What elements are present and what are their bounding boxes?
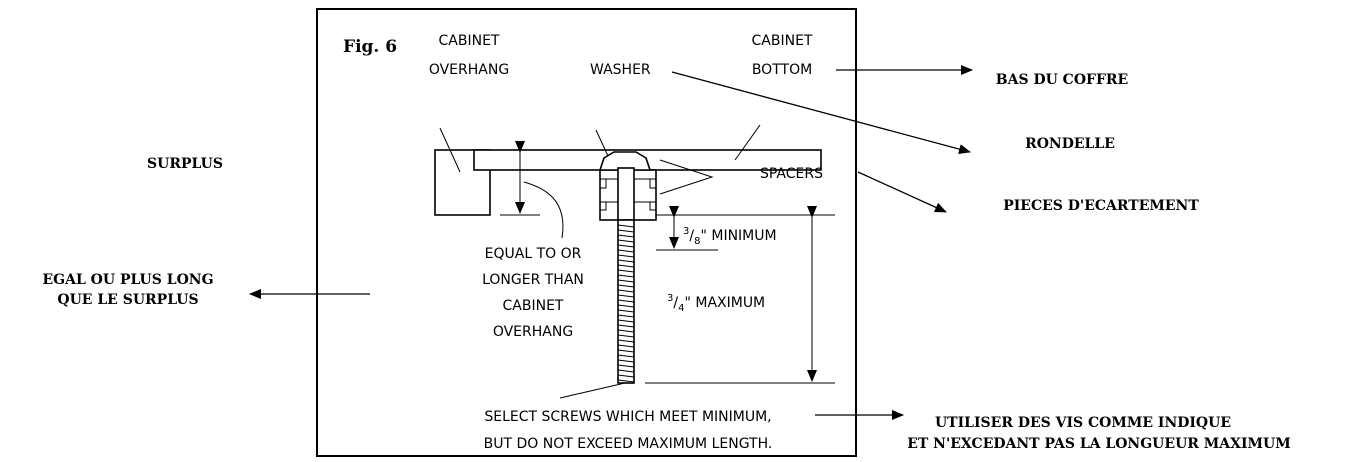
egal-label-1: EGAL OU PLUS LONG	[42, 272, 213, 288]
select-note-leader	[559, 382, 626, 399]
utiliser-label-2: ET N'EXCEDANT PAS LA LONGUEUR MAXIMUM	[907, 436, 1291, 452]
spacer-notch-top	[600, 179, 656, 189]
thread-line	[617, 234, 635, 238]
cabinet-overhang-label-2: OVERHANG	[429, 62, 509, 78]
thread-line	[617, 294, 635, 298]
thread-line	[617, 249, 635, 253]
thread-line	[617, 339, 635, 343]
cabinet-bottom-leader	[734, 124, 761, 161]
equal-note-line-3: CABINET	[503, 298, 564, 314]
thread-line	[617, 379, 635, 383]
thread-line	[617, 344, 635, 348]
maximum-frac-num: 3	[667, 293, 673, 304]
thread-line	[617, 304, 635, 308]
equal-note-line-1: EQUAL TO OR	[485, 246, 582, 262]
egal-label-2: QUE LE SURPLUS	[57, 292, 198, 308]
thread-line	[617, 324, 635, 328]
thread-line	[617, 279, 635, 283]
maximum-frac-den: 4	[678, 303, 684, 314]
overhang-leader	[439, 127, 461, 173]
thread-line	[617, 314, 635, 318]
surplus-label: SURPLUS	[147, 156, 223, 172]
thread-line	[617, 239, 635, 243]
thread-line	[617, 369, 635, 373]
pieces-ecartement-label: PIECES D'ECARTEMENT	[1003, 198, 1199, 214]
spacer-notch-bottom	[600, 202, 656, 211]
washer-shape	[598, 151, 652, 171]
utiliser-label-1: UTILISER DES VIS COMME INDIQUE	[935, 415, 1231, 431]
screw-shank	[617, 167, 635, 221]
select-note-line-1: SELECT SCREWS WHICH MEET MINIMUM,	[484, 409, 771, 425]
washer-label: WASHER	[590, 62, 651, 78]
minimum-label: 3/8" MINIMUM	[683, 226, 777, 247]
rondelle-arrow	[671, 71, 971, 154]
minimum-frac-den: 8	[694, 236, 700, 247]
bas-du-coffre-label: BAS DU COFFRE	[996, 72, 1128, 88]
washer-small-leader	[595, 129, 609, 157]
cabinet-overhang-label-1: CABINET	[439, 33, 500, 49]
equal-note-line-2: LONGER THAN	[482, 272, 584, 288]
thread-line	[617, 289, 635, 293]
cabinet-bottom-label-2: BOTTOM	[752, 62, 812, 78]
thread-lines	[617, 224, 635, 383]
maximum-label: 3/4" MAXIMUM	[667, 293, 765, 314]
thread-line	[617, 309, 635, 313]
cabinet-bottom-label-1: CABINET	[752, 33, 813, 49]
thread-line	[617, 329, 635, 333]
maximum-text: " MAXIMUM	[684, 295, 765, 311]
thread-line	[617, 229, 635, 233]
select-note-line-2: BUT DO NOT EXCEED MAXIMUM LENGTH.	[484, 436, 773, 452]
thread-line	[617, 264, 635, 268]
thread-line	[617, 269, 635, 273]
spacers-leader	[659, 159, 714, 195]
thread-line	[617, 259, 635, 263]
pieces-ecartement-arrow	[857, 171, 947, 213]
thread-line	[617, 224, 635, 228]
thread-line	[617, 374, 635, 378]
thread-line	[617, 254, 635, 258]
thread-line	[617, 364, 635, 368]
figure-frame	[316, 8, 857, 457]
figure-label: Fig. 6	[343, 37, 397, 57]
rondelle-label: RONDELLE	[1025, 136, 1115, 152]
equal-note-line-4: OVERHANG	[493, 324, 573, 340]
thread-line	[617, 244, 635, 248]
thread-line	[617, 334, 635, 338]
minimum-frac-num: 3	[683, 226, 689, 237]
equal-note-leader	[523, 181, 564, 239]
thread-line	[617, 274, 635, 278]
thread-line	[617, 349, 635, 353]
spacers-label: SPACERS	[760, 166, 823, 182]
thread-line	[617, 299, 635, 303]
thread-line	[617, 359, 635, 363]
thread-line	[617, 354, 635, 358]
minimum-text: " MINIMUM	[700, 228, 776, 244]
thread-line	[617, 284, 635, 288]
thread-line	[617, 319, 635, 323]
